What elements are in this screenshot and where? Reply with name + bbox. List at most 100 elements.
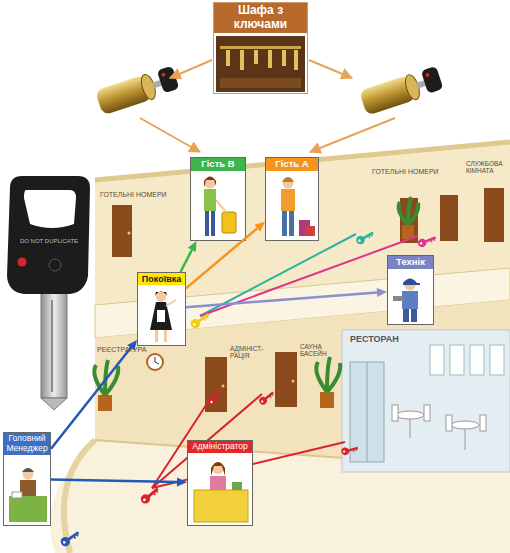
teal-key: [355, 229, 376, 246]
door-knob: [128, 232, 131, 235]
person-card: Гість А: [265, 157, 319, 241]
clock-face: [147, 354, 163, 370]
key-arrow: [186, 288, 387, 307]
overalls: [402, 291, 418, 309]
area-label: РЕЄСТРАТУРА: [97, 346, 157, 354]
hanging-key: [282, 50, 286, 66]
door-knob: [292, 380, 295, 383]
arrow-line: [51, 348, 131, 449]
role-header: Адміністратор: [188, 441, 252, 453]
plant-leaves: [316, 357, 340, 392]
door-knob: [222, 385, 225, 388]
guest-b-figure: [204, 177, 236, 237]
role-header: Гість А: [266, 158, 318, 171]
hair: [282, 177, 294, 182]
window-pane: [490, 345, 504, 375]
leader-arrow: [310, 118, 395, 152]
key-button: [425, 72, 430, 77]
head: [23, 469, 34, 480]
chair: [392, 405, 398, 421]
cabinet-shelf: [220, 78, 301, 88]
door: [205, 357, 227, 412]
apron: [157, 310, 165, 322]
suit: [20, 480, 36, 496]
plant-leaves: [94, 360, 118, 395]
area-label: АДМІНІСТ- РАЦІЯ: [230, 345, 276, 360]
clock: [147, 354, 163, 370]
tables: [392, 405, 486, 450]
head: [405, 280, 416, 291]
arm: [216, 200, 226, 212]
role-header: Шафа з ключами: [214, 3, 307, 33]
restaurant: [342, 330, 510, 472]
arrow-head: [254, 222, 265, 232]
leg: [164, 330, 167, 342]
key-head: [421, 66, 444, 94]
door-lines: [152, 234, 418, 488]
area-label: ГОТЕЛЬНІ НОМЕРИ: [372, 168, 452, 176]
person-card: Головний Менеджер: [3, 432, 51, 526]
leader-arrow: [170, 60, 212, 78]
red-key: [341, 444, 359, 456]
person-card: Покоївка: [137, 272, 186, 346]
area-label: ГОТЕЛЬНІ НОМЕРИ: [100, 191, 180, 199]
leg: [205, 211, 209, 236]
key-groove: [51, 300, 53, 392]
leg: [411, 309, 417, 322]
brass-cylinder: [359, 66, 444, 116]
arrow-head: [188, 241, 197, 252]
blue-key: [59, 529, 81, 549]
leader-arrow: [140, 118, 200, 152]
table-leg: [410, 419, 411, 438]
table-leg: [465, 429, 466, 450]
arrow-line: [181, 250, 192, 272]
reception-desk: [194, 490, 248, 522]
hanging-key: [254, 50, 258, 64]
pink-line: [200, 236, 418, 316]
area-label: РЕСТОРАН: [350, 334, 420, 344]
manager-figure: [9, 468, 47, 522]
door: [484, 188, 504, 242]
key-logo: [49, 259, 61, 271]
pink-key: [417, 234, 438, 249]
door: [275, 352, 297, 407]
leg: [289, 211, 294, 236]
key-head: [157, 66, 180, 94]
hanging-key: [226, 50, 230, 66]
yellow-key: [189, 311, 211, 331]
red-key: [207, 388, 223, 406]
colour-keys: [59, 229, 437, 548]
red-key: [139, 485, 161, 505]
papers: [12, 492, 22, 498]
leg: [211, 211, 215, 236]
hook-rail: [220, 46, 301, 49]
arrow-head: [127, 340, 137, 351]
hanging-key: [294, 50, 298, 70]
dress: [150, 302, 172, 330]
glass-door: [350, 362, 384, 462]
table: [396, 411, 424, 419]
head: [283, 178, 294, 189]
area-label: САУНА БАСЕЙН: [300, 343, 336, 358]
key-arrow: [51, 340, 137, 449]
person-card: Гість В: [190, 157, 246, 241]
head: [212, 462, 224, 474]
arm: [166, 300, 176, 306]
area-label: СЛУЖБОВА КІМНАТА: [466, 160, 510, 175]
arrow-line: [186, 228, 257, 288]
bag: [305, 226, 315, 236]
teal-line: [200, 234, 356, 316]
key-arrow: [51, 478, 187, 487]
drill: [393, 296, 403, 301]
hair: [155, 292, 167, 297]
clock-hands: [155, 357, 159, 364]
window-pane: [430, 345, 444, 375]
head: [205, 178, 216, 189]
role-header: Покоївка: [138, 273, 185, 285]
desk: [9, 496, 47, 522]
chair: [424, 405, 430, 421]
arrow-head: [377, 288, 387, 297]
